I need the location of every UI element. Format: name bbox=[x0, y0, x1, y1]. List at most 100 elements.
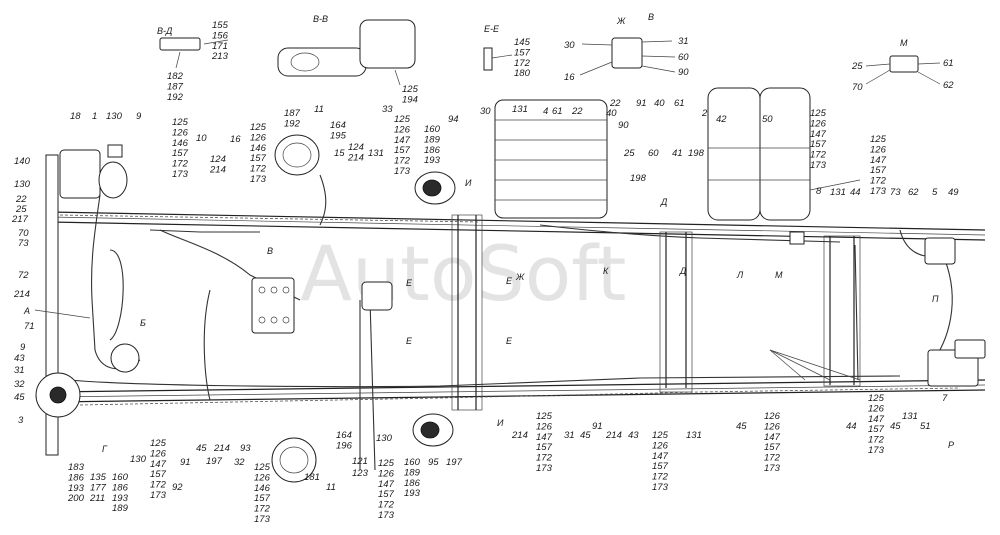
callout: 197 bbox=[206, 456, 223, 467]
callout: 32 bbox=[14, 379, 25, 390]
callout: 90 bbox=[618, 120, 629, 131]
air-tank-1 bbox=[707, 87, 761, 221]
section-label-vd: В-Д bbox=[157, 26, 173, 36]
arrow-label-p: П bbox=[932, 294, 939, 304]
arrow-label-b-top: В bbox=[648, 12, 654, 22]
callout: 91 bbox=[592, 421, 603, 432]
callout: 16 bbox=[564, 72, 575, 83]
callout: 11 bbox=[314, 104, 324, 115]
callout: 9 bbox=[136, 111, 142, 122]
callout: 51 bbox=[920, 421, 931, 432]
callout: 130 bbox=[376, 433, 393, 444]
watermark: AutoSoft bbox=[300, 229, 626, 318]
arrow-label-i-top: И bbox=[465, 178, 472, 188]
section-labels: В-Д В-В Е-Е Ж М В В И И Е Е Е Е Ж К Д Д … bbox=[23, 12, 954, 454]
arrow-label-b: Б bbox=[140, 318, 146, 328]
callout: 22 bbox=[571, 106, 583, 117]
callout: 91 bbox=[180, 457, 191, 468]
callout: 42 bbox=[716, 114, 727, 125]
section-label-zh: Ж bbox=[616, 16, 626, 26]
brake-chamber-front-left bbox=[271, 437, 317, 483]
arrow-label-a: А bbox=[23, 306, 30, 316]
callout: 198 bbox=[688, 148, 705, 159]
section-vd-fitting bbox=[159, 37, 201, 51]
arrow-label-k: К bbox=[603, 266, 609, 276]
callout: 30 bbox=[480, 106, 491, 117]
callout: 61 bbox=[674, 98, 685, 109]
section-zh-valve bbox=[611, 37, 643, 69]
air-dryer bbox=[98, 161, 128, 199]
callout: 60 bbox=[678, 52, 689, 63]
arrow-label-e-3: Е bbox=[406, 336, 413, 346]
brake-chamber-front-right bbox=[274, 134, 320, 176]
callout: 131 bbox=[902, 411, 918, 422]
callout: 4 bbox=[543, 106, 548, 117]
callout: 9 bbox=[20, 342, 26, 353]
callout: 18 bbox=[70, 111, 81, 122]
arrow-label-e-2: Е bbox=[506, 276, 513, 286]
arrow-label-l: Л bbox=[736, 270, 744, 280]
callout: 10 bbox=[196, 133, 207, 144]
callout: 197 bbox=[446, 457, 463, 468]
section-ee-bracket bbox=[483, 47, 493, 71]
front-reservoir bbox=[59, 149, 101, 199]
callout: 70 bbox=[18, 228, 29, 239]
callout: 7 bbox=[942, 393, 948, 404]
callout: 214 bbox=[213, 443, 230, 454]
components bbox=[35, 19, 986, 483]
callout: 25 bbox=[15, 204, 27, 215]
arrow-label-r: Р bbox=[948, 440, 954, 450]
callout: 130 bbox=[130, 454, 147, 465]
section-label-vv: В-В bbox=[313, 14, 328, 24]
trailer-control-valve bbox=[927, 349, 979, 387]
arrow-label-b-1: В bbox=[267, 246, 273, 256]
section-m-valve bbox=[889, 55, 919, 73]
callout: 131 bbox=[512, 104, 528, 115]
callout: 11 bbox=[326, 482, 336, 493]
arrow-label-d-top: Д bbox=[660, 197, 668, 207]
callout: 94 bbox=[448, 114, 459, 125]
air-tank-2 bbox=[759, 87, 811, 221]
callout: 214 bbox=[13, 289, 30, 300]
callout: 62 bbox=[908, 187, 919, 198]
callout: 49 bbox=[948, 187, 959, 198]
callout: 61 bbox=[552, 106, 563, 117]
callout: 43 bbox=[628, 430, 639, 441]
rear-relay-valve bbox=[924, 237, 956, 265]
arrow-label-zh: Ж bbox=[515, 272, 525, 282]
callout: 60 bbox=[648, 148, 659, 159]
callout: 8 bbox=[816, 186, 822, 197]
callout: 50 bbox=[762, 114, 773, 125]
callout: 92 bbox=[172, 482, 183, 493]
callout: 41 bbox=[672, 148, 683, 159]
relay-valve bbox=[361, 281, 393, 311]
arrow-label-e-1: Е bbox=[406, 278, 413, 288]
callout: 31 bbox=[564, 430, 575, 441]
callout: 70 bbox=[852, 82, 863, 93]
callout: 62 bbox=[943, 80, 954, 91]
callout: 33 bbox=[382, 104, 393, 115]
callout: 31 bbox=[14, 365, 25, 376]
arrow-label-g: Г bbox=[102, 444, 108, 454]
leader-lines bbox=[34, 39, 941, 381]
